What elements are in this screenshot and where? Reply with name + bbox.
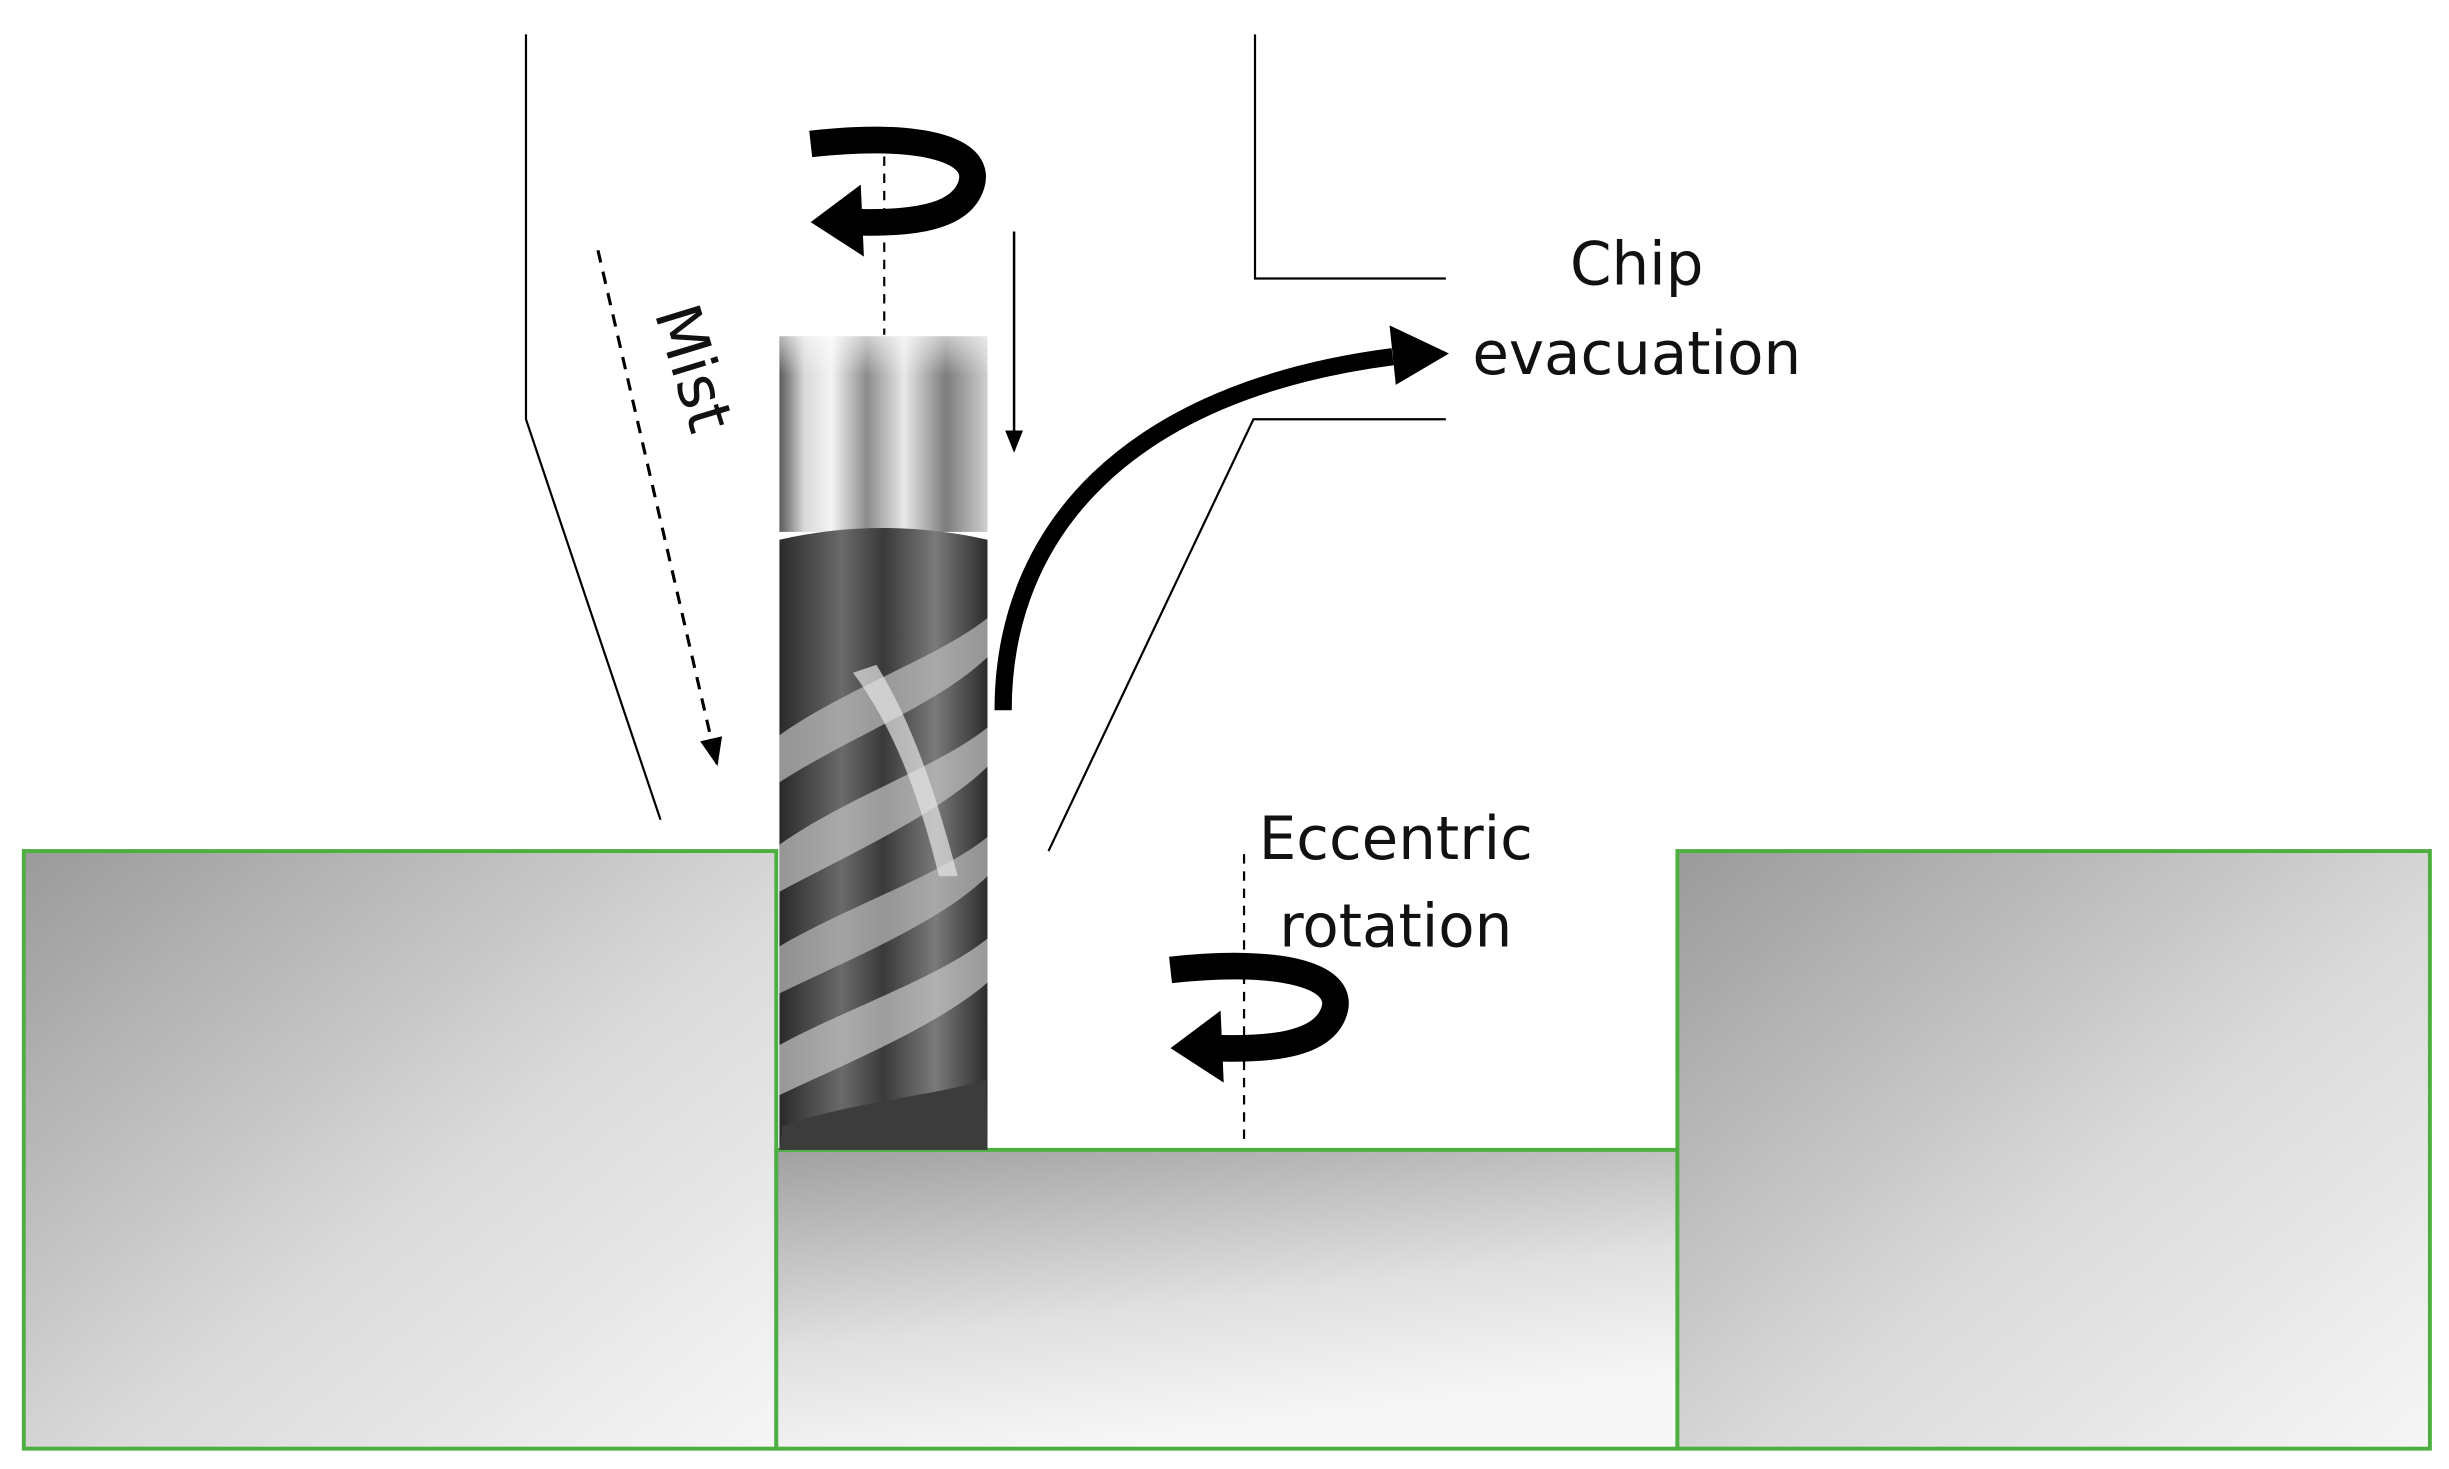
- workpiece: [21, 849, 2432, 1451]
- eccentric-rotation-icon: [1169, 952, 1349, 1083]
- nozzle-left-line: [524, 34, 662, 821]
- mist-label: Mist: [640, 296, 747, 440]
- eccentric-rotation-label-line1: Eccentric: [1259, 805, 1533, 874]
- workpiece-left-block: [21, 849, 779, 1451]
- mist-arrow-icon: [596, 249, 723, 767]
- eccentric-rotation-label-line2: rotation: [1279, 892, 1512, 961]
- chip-evacuation-label-line1: Chip: [1570, 231, 1703, 300]
- nozzle-right-upper-line: [1253, 34, 1446, 280]
- end-mill-icon: [779, 336, 988, 1150]
- nozzle-outline: [524, 34, 1446, 852]
- chip-evacuation-arrow-icon: [994, 325, 1449, 711]
- nozzle-right-lower-line: [1047, 418, 1446, 852]
- spindle-rotation-icon: [809, 126, 986, 257]
- workpiece-right-block: [1675, 849, 2432, 1451]
- chip-evacuation-label-line2: evacuation: [1472, 320, 1801, 389]
- workpiece-slot-floor: [774, 1147, 1680, 1451]
